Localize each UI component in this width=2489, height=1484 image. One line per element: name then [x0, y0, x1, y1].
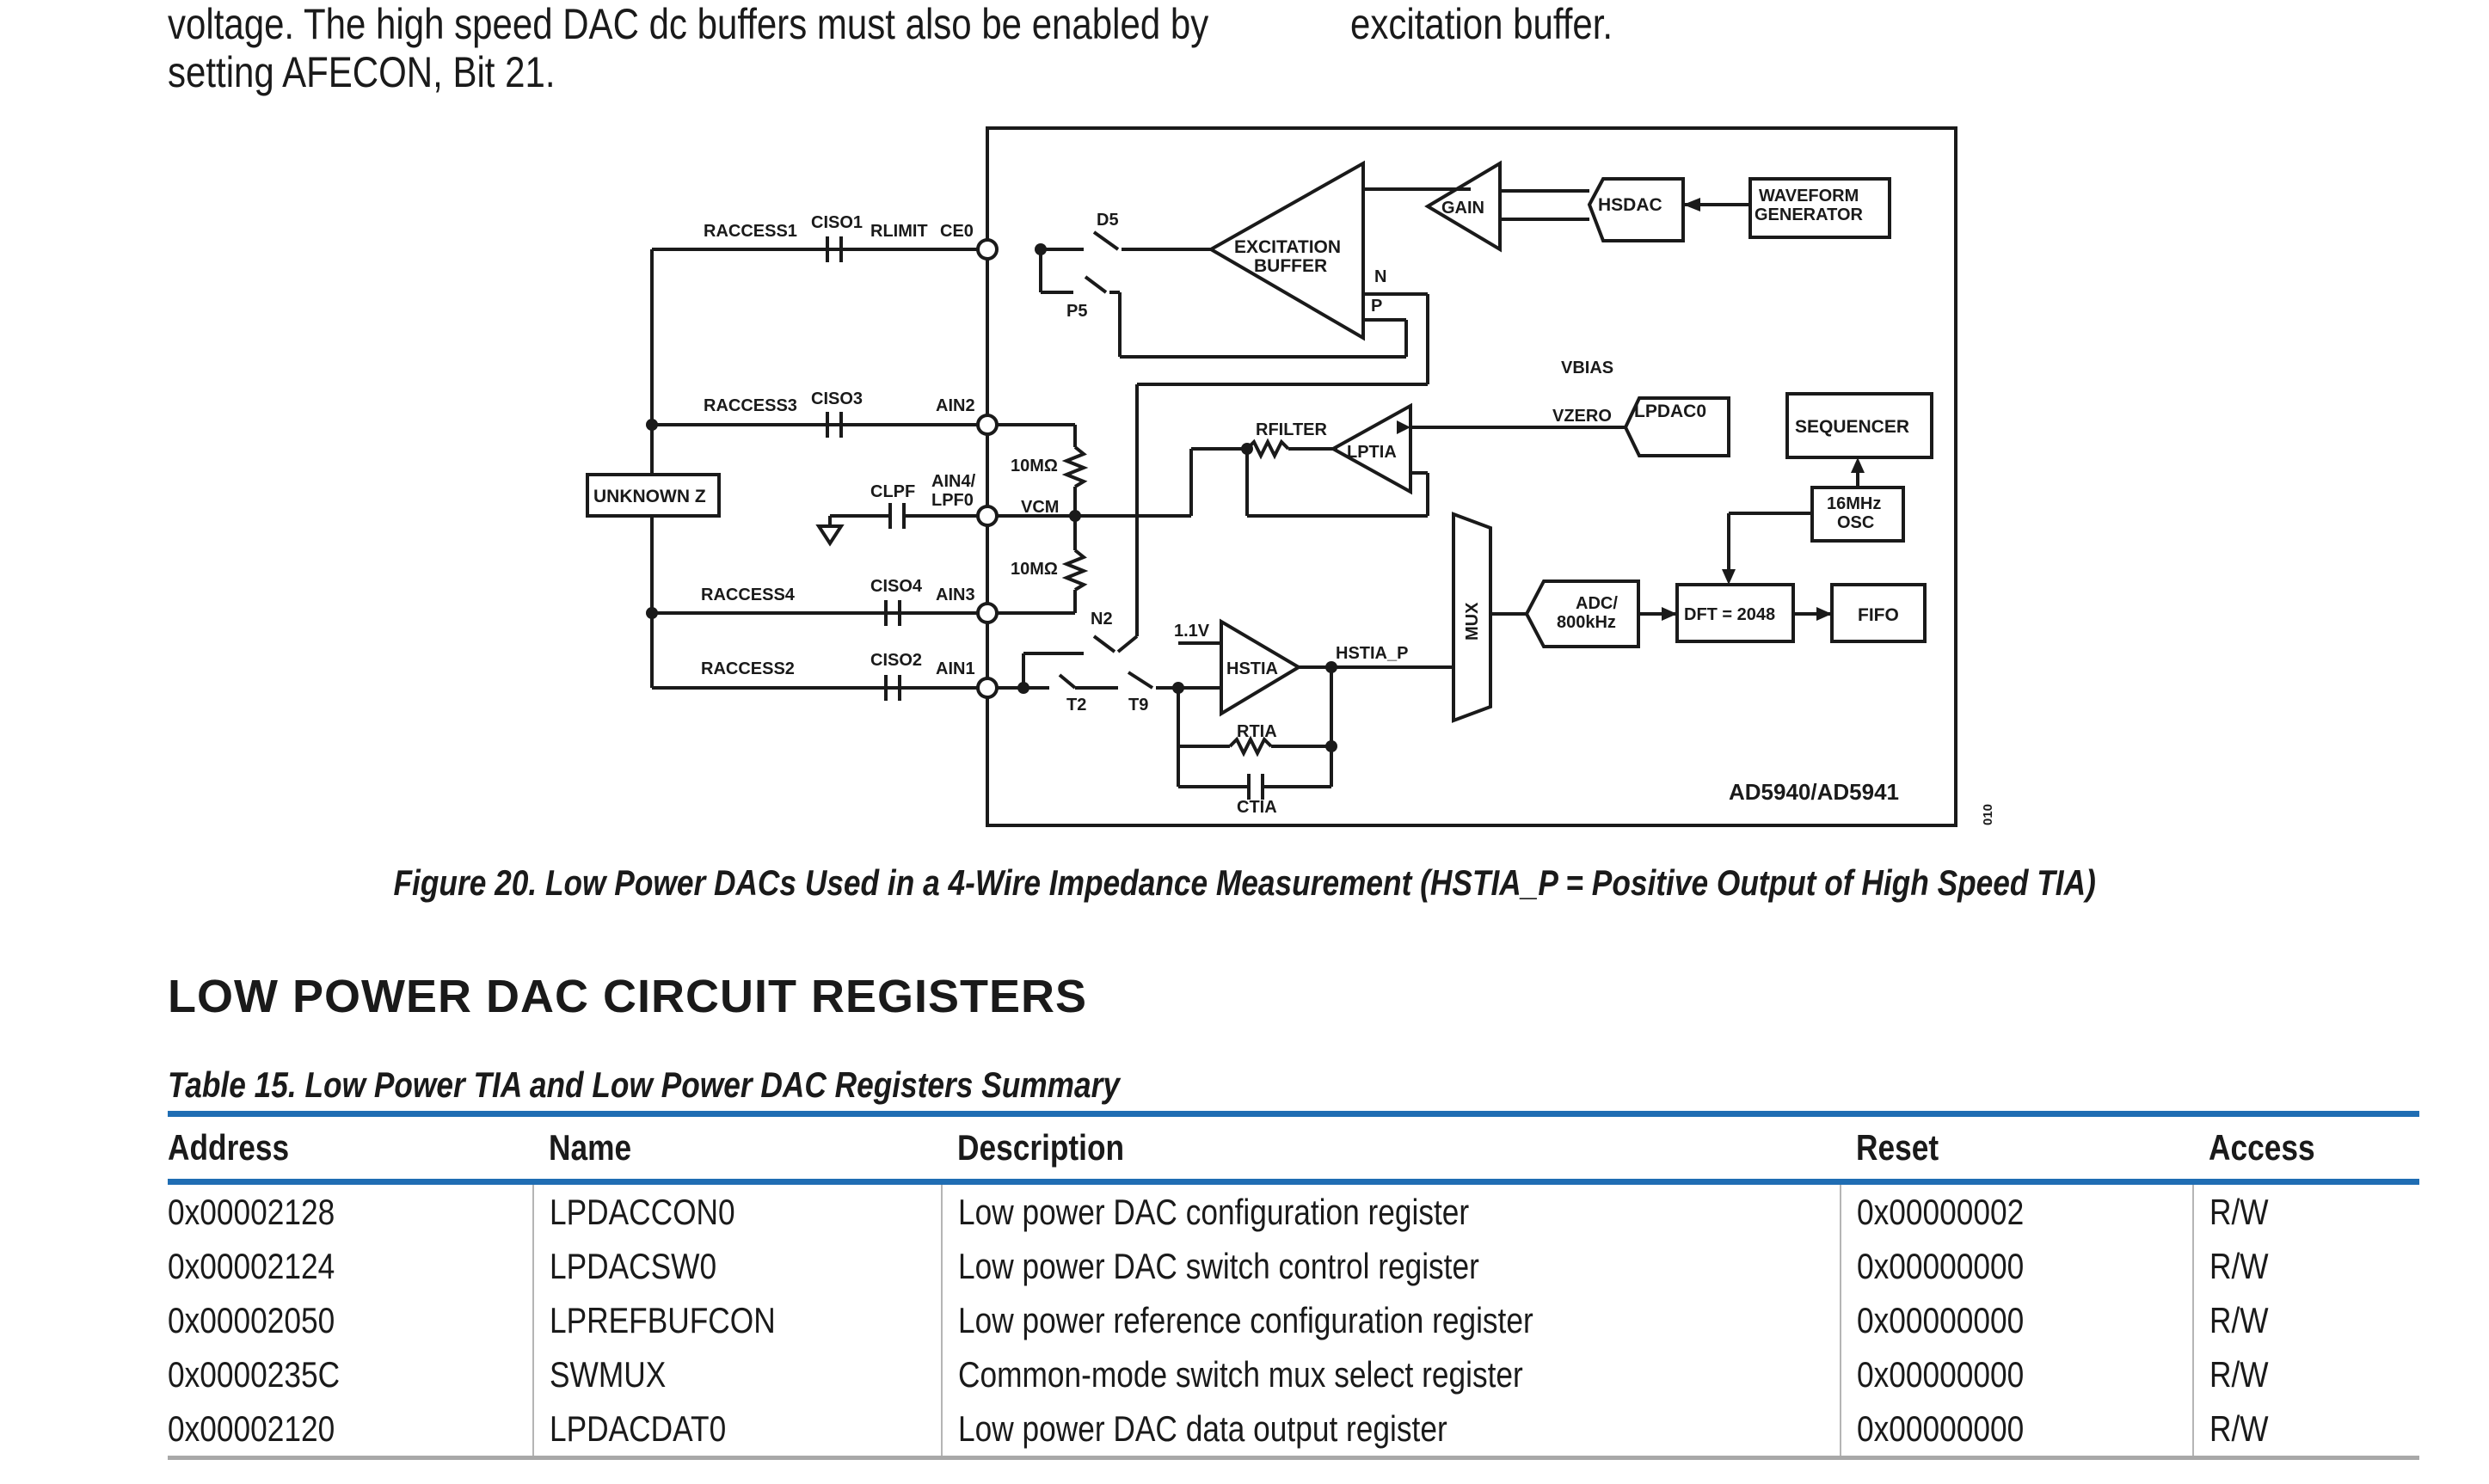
label-t2: T2 [1066, 696, 1086, 714]
label-hstia-p: HSTIA_P [1336, 644, 1408, 663]
cell-name: LPDACDAT0 [532, 1401, 942, 1460]
label-clpf: CLPF [870, 482, 915, 501]
header-access: Access [2193, 1111, 2419, 1185]
cell-access: R/W [2192, 1293, 2419, 1347]
body-text-line: setting AFECON, Bit 21. [168, 48, 556, 96]
cell-reset: 0x00000000 [1840, 1239, 2193, 1293]
cell-description: Low power DAC configuration register [941, 1181, 1841, 1239]
label-ce0: CE0 [940, 222, 974, 241]
label-ciso1: CISO1 [811, 213, 863, 232]
table-row: 0x00002050 LPREFBUFCON Low power referen… [168, 1293, 2419, 1347]
label-rfilter: RFILTER [1256, 420, 1328, 439]
label-lpf0: LPF0 [931, 491, 974, 510]
label-n2: N2 [1091, 610, 1113, 629]
table-row: 0x0000235C SWMUX Common-mode switch mux … [168, 1347, 2419, 1401]
cell-address: 0x00002128 [168, 1191, 335, 1232]
label-part-number: AD5940/AD5941 [1729, 779, 1899, 805]
label-d5: D5 [1097, 211, 1119, 230]
cell-address: 0x00002050 [168, 1299, 335, 1340]
table-row: 0x00002120 LPDACDAT0 Low power DAC data … [168, 1401, 2419, 1460]
label-ctia: CTIA [1237, 798, 1277, 817]
body-text-line: excitation buffer. [1350, 0, 1613, 48]
label-p: P [1371, 297, 1382, 316]
label-hsdac: HSDAC [1598, 195, 1662, 215]
label-n: N [1374, 267, 1386, 286]
label-adc-rate: 800kHz [1557, 613, 1616, 632]
label-figure-id: 010 [1981, 804, 1995, 825]
cell-access: R/W [2192, 1347, 2419, 1401]
label-lptia: LPTIA [1347, 443, 1397, 462]
label-p5: P5 [1066, 302, 1087, 321]
label-raccess2: RACCESS2 [701, 659, 795, 678]
label-osc: OSC [1837, 513, 1874, 532]
label-waveform: WAVEFORM [1759, 187, 1859, 205]
cell-address: 0x00002120 [168, 1401, 533, 1460]
label-excitation: EXCITATION [1234, 237, 1341, 257]
cell-address: 0x00002124 [168, 1245, 335, 1286]
label-vzero: VZERO [1552, 407, 1612, 426]
cell-description: Low power DAC data output register [941, 1401, 1841, 1460]
label-ciso3: CISO3 [811, 389, 863, 408]
label-sequencer: SEQUENCER [1795, 417, 1909, 437]
label-hstia: HSTIA [1226, 659, 1278, 678]
label-raccess4: RACCESS4 [701, 586, 796, 604]
label-generator: GENERATOR [1755, 205, 1863, 224]
cell-name: LPDACSW0 [532, 1239, 942, 1293]
cell-reset: 0x00000002 [1840, 1181, 2193, 1239]
label-rlimit: RLIMIT [870, 222, 928, 241]
table-title: Table 15. Low Power TIA and Low Power DA… [168, 1064, 1121, 1105]
label-lpdac0: LPDAC0 [1634, 402, 1706, 421]
label-10m-bottom: 10MΩ [1011, 560, 1058, 579]
body-text-left: voltage. The high speed DAC dc buffers m… [168, 0, 1407, 96]
cell-reset: 0x00000000 [1840, 1347, 2193, 1401]
label-raccess3: RACCESS3 [704, 396, 797, 415]
label-ain1: AIN1 [936, 659, 975, 678]
cell-description: Low power reference configuration regist… [941, 1293, 1841, 1347]
label-t9: T9 [1128, 696, 1148, 714]
label-ain2: AIN2 [936, 396, 975, 415]
label-vbias: VBIAS [1561, 359, 1613, 377]
circuit-diagram: RACCESS1 CISO1 RLIMIT CE0 RACCESS3 CISO3… [586, 126, 1995, 827]
body-text-right: excitation buffer. [1350, 0, 1662, 48]
register-table: Address Name Description Reset Access 0x… [168, 1111, 2419, 1460]
label-dft: DFT = 2048 [1684, 605, 1775, 624]
cell-name: LPDACCON0 [532, 1181, 942, 1239]
cell-reset: 0x00000000 [1840, 1401, 2193, 1460]
body-text-line: voltage. The high speed DAC dc buffers m… [168, 0, 1209, 48]
header-reset: Reset [1841, 1111, 2193, 1185]
table-row: 0x00002128 LPDACCON0 Low power DAC confi… [168, 1181, 2419, 1239]
table-row: 0x00002124 LPDACSW0 Low power DAC switch… [168, 1239, 2419, 1293]
label-ain4: AIN4/ [931, 472, 976, 491]
header-name: Name [533, 1111, 942, 1185]
label-ain3: AIN3 [936, 586, 975, 604]
cell-access: R/W [2192, 1401, 2419, 1460]
cell-description: Common-mode switch mux select register [941, 1347, 1841, 1401]
cell-name: SWMUX [532, 1347, 942, 1401]
header-address: Address [168, 1111, 533, 1185]
label-fifo: FIFO [1858, 605, 1899, 625]
label-osc-freq: 16MHz [1827, 494, 1881, 513]
cell-description: Low power DAC switch control register [941, 1239, 1841, 1293]
figure-caption: Figure 20. Low Power DACs Used in a 4-Wi… [393, 862, 2096, 903]
cell-name: LPREFBUFCON [532, 1293, 942, 1347]
label-adc: ADC/ [1576, 594, 1618, 613]
table-header-row: Address Name Description Reset Access [168, 1111, 2419, 1185]
label-mux: MUX [1463, 602, 1482, 641]
label-unknown-z: UNKNOWN Z [593, 487, 706, 506]
label-vcm: VCM [1021, 498, 1059, 517]
label-10m-top: 10MΩ [1011, 457, 1058, 475]
label-raccess1: RACCESS1 [704, 222, 797, 241]
label-gain: GAIN [1441, 199, 1484, 218]
cell-address: 0x0000235C [168, 1353, 341, 1395]
label-1-1v: 1.1V [1174, 622, 1210, 641]
cell-reset: 0x00000000 [1840, 1293, 2193, 1347]
header-description: Description [942, 1111, 1841, 1185]
cell-access: R/W [2192, 1181, 2419, 1239]
cell-access: R/W [2192, 1239, 2419, 1293]
label-rtia: RTIA [1237, 722, 1277, 741]
section-heading: LOW POWER DAC CIRCUIT REGISTERS [168, 971, 1087, 1022]
label-ciso2: CISO2 [870, 651, 922, 670]
label-ciso4: CISO4 [870, 577, 923, 596]
label-buffer: BUFFER [1254, 256, 1327, 276]
